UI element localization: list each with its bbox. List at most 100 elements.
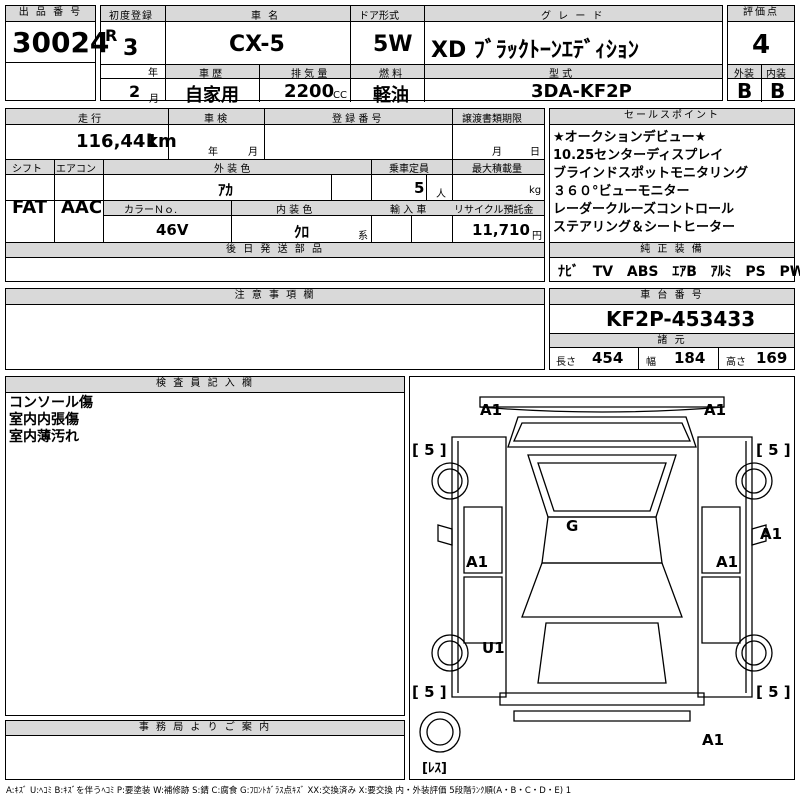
inspector-note-item: コンソール傷 (9, 395, 93, 411)
main-info-box: 初度登録 車 名 ドア形式 グ レ ー ド R 3 年 2 月 CX-5 5W … (100, 5, 723, 106)
aircon-type: AAC (61, 197, 103, 218)
recycle-fee: 11,710 (472, 221, 530, 239)
yen-unit: 円 (532, 231, 542, 242)
chassis-number-label: 車 台 番 号 (550, 289, 794, 304)
interior-label: 内装 (766, 69, 786, 80)
length-label: 長さ (556, 357, 576, 368)
color-number-label: カラーＮｏ. (124, 205, 178, 216)
transfer-deadline-label: 譲渡書類期限 (462, 114, 522, 125)
capacity-label: 乗車定員 (389, 164, 429, 175)
genuine-equipment-label: 純 正 装 備 (550, 243, 794, 257)
aircon-label: エアコン (56, 164, 96, 175)
history-label: 車 歴 (199, 69, 223, 80)
interior-color-label: 内 装 色 (276, 205, 313, 216)
max-load-label: 最大積載量 (472, 164, 522, 175)
office-label: 事 務 局 よ り ご 案 内 (6, 721, 404, 735)
model-code: 3DA-KF2P (531, 81, 632, 102)
kei-unit: 系 (358, 231, 368, 242)
kg-unit: kg (529, 185, 542, 196)
mark-rear-left: U1 (482, 639, 505, 657)
mark-rear: A1 (702, 731, 725, 749)
mileage: 116,441 (76, 131, 158, 152)
color-number: 46V (156, 221, 189, 239)
sales-point-list: ★オークションデビュー★ 10.25センターディスプレイ ブラインドスポットモニ… (553, 129, 748, 237)
sales-point-item: ブラインドスポットモニタリング (553, 166, 749, 181)
import-label: 輸 入 車 (390, 205, 427, 216)
month-unit: 月 (149, 94, 159, 105)
car-name: CX-5 (229, 32, 285, 57)
sales-point-label: セールスポイント (550, 109, 794, 124)
width-value: 184 (674, 349, 706, 367)
door-type-label: ドア形式 (359, 11, 399, 22)
lot-number-box: 出 品 番 号 30024 (5, 5, 109, 101)
first-registration-label: 初度登録 (109, 11, 153, 22)
chassis-number: KF2P-453433 (606, 307, 756, 331)
damage-legend: A:ｷｽﾞ U:ﾍｺﾐ B:ｷｽﾞを伴うﾍｺﾐ P:要塗装 W:補修跡 S:錆 … (6, 786, 572, 796)
exterior-color: ｱｶ (218, 181, 234, 199)
mark-right-side: A1 (760, 525, 783, 543)
exterior-color-label: 外 装 色 (214, 164, 251, 175)
mark-front-left: A1 (480, 401, 503, 419)
exterior-grade: B (737, 79, 753, 103)
mark-tire-front-right: [ 5 ] (756, 441, 791, 459)
mark-roof: G (566, 517, 579, 535)
fuel-label: 燃 料 (379, 69, 403, 80)
mark-spare: [ﾚｽ] (422, 761, 447, 776)
sales-point-item: ステアリング＆シートヒーター (553, 220, 736, 235)
km-unit: km (146, 131, 177, 152)
equipment-item: ABS (626, 264, 659, 280)
registration-number-label: 登 録 番 号 (332, 114, 382, 125)
score-label: 評価点 (728, 6, 794, 21)
office-box: 事 務 局 よ り ご 案 内 (5, 720, 405, 780)
year-unit: 年 (148, 68, 158, 79)
inspection-year-unit: 年 (208, 147, 218, 158)
lot-number-label: 出 品 番 号 (6, 6, 95, 21)
mark-tire-rear-left: [ 5 ] (412, 683, 447, 701)
inspector-notes: コンソール傷 室内内張傷 室内薄汚れ (9, 395, 93, 446)
sales-point-item: 10.25センターディスプレイ (553, 148, 724, 163)
later-parts-label: 後 日 発 送 部 品 (6, 243, 544, 257)
specs-label: 諸 元 (550, 334, 794, 347)
equipment-item: ﾅﾋﾞ (558, 264, 579, 280)
mark-door-right: A1 (716, 553, 739, 571)
inspector-note-item: 室内薄汚れ (9, 429, 79, 445)
year: 3 (123, 36, 139, 61)
grade-label: グ レ ー ド (541, 11, 605, 22)
chassis-box: 車 台 番 号 KF2P-453433 諸 元 長さ 454 幅 184 高さ … (549, 288, 795, 370)
mark-tire-rear-right: [ 5 ] (756, 683, 791, 701)
grade: XD ﾌﾞﾗｯｸﾄｰﾝｴﾃﾞｨｼｮﾝ (431, 38, 639, 63)
recycle-label: リサイクル預託金 (454, 205, 534, 216)
sales-point-item: レーダークルーズコントロール (553, 202, 734, 217)
shift-label: シフト (12, 164, 42, 175)
capacity: 5 (414, 179, 425, 197)
mark-front-right: A1 (704, 401, 727, 419)
era: R (105, 26, 118, 45)
month: 2 (129, 82, 141, 101)
notes-box: 注 意 事 項 欄 (5, 288, 545, 370)
inspection-label: 車 検 (204, 114, 228, 125)
exterior-label: 外装 (734, 69, 754, 80)
height-label: 高さ (726, 357, 746, 368)
inspector-note-item: 室内内張傷 (9, 412, 79, 428)
damage-diagram-box: A1 A1 [ 5 ] [ 5 ] G A1 A1 A1 U1 [ 5 ] [ … (409, 376, 795, 780)
vehicle-detail-box: 走 行 車 検 登 録 番 号 譲渡書類期限 116,441 km 年 月 月 … (5, 108, 545, 282)
shift-type: FAT (12, 197, 48, 218)
transfer-day-unit: 日 (530, 147, 540, 158)
length-value: 454 (592, 349, 624, 367)
door-type: 5W (373, 32, 413, 57)
equipment-item: ｱﾙﾐ (710, 264, 732, 280)
equipment-item: PW (779, 264, 800, 280)
equipment-item: TV (592, 264, 614, 280)
interior-color: ｸﾛ (294, 223, 310, 241)
displacement-label: 排 気 量 (291, 69, 328, 80)
width-label: 幅 (646, 357, 656, 368)
equipment-item: PS (745, 264, 766, 280)
person-unit: 人 (436, 189, 446, 200)
lot-number: 30024 (12, 26, 110, 59)
displacement: 2200 (284, 81, 335, 102)
car-name-label: 車 名 (251, 11, 281, 22)
transfer-month-unit: 月 (492, 147, 502, 158)
inspection-month-unit: 月 (248, 147, 258, 158)
car-diagram (419, 396, 773, 753)
notes-label: 注 意 事 項 欄 (6, 289, 544, 304)
